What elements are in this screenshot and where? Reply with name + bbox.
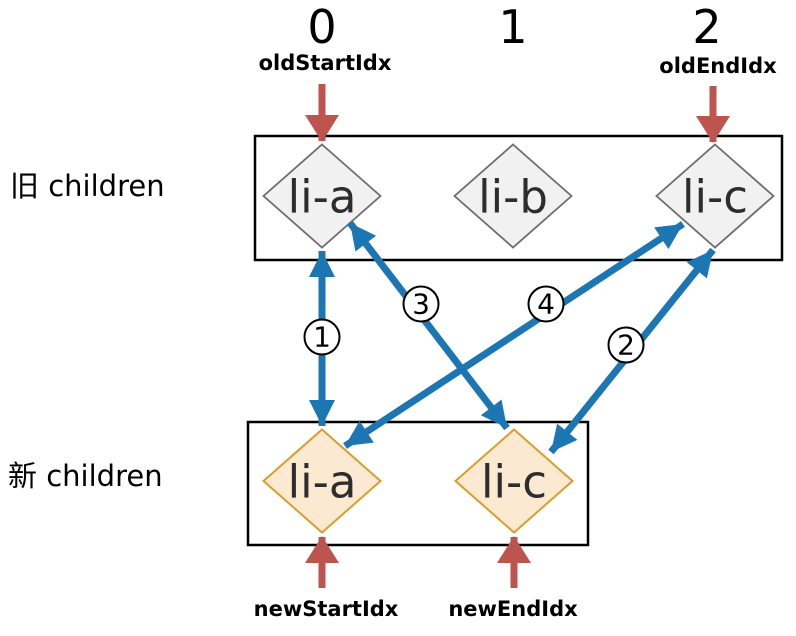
old-node-li-a-shape: [262, 143, 382, 249]
step-badge-1: 1: [303, 318, 341, 356]
compare-arrow-3: [347, 220, 510, 431]
old-end-pointer-label: oldEndIdx: [659, 54, 777, 78]
step-badge-4: 4: [527, 285, 565, 323]
old-node-li-c-shape: [655, 143, 775, 249]
new-start-pointer-label: newStartIdx: [253, 597, 399, 621]
index-label-1: 1: [498, 0, 528, 54]
old-node-li-c-label: li-c: [682, 170, 748, 224]
old-node-li-b-label: li-b: [478, 170, 548, 224]
old-start-pointer-label: oldStartIdx: [258, 51, 392, 75]
new-node-li-c-label: li-c: [481, 455, 547, 509]
index-label-2: 2: [692, 0, 722, 54]
new-node-li-a-shape: [261, 428, 383, 534]
step-badge-2: 2: [607, 326, 645, 364]
old-node-li-a-label: li-a: [287, 170, 357, 224]
new-row-label: 新 children: [8, 459, 163, 493]
new-node-li-a-label: li-a: [287, 455, 357, 509]
new-node-li-c-shape: [453, 428, 575, 534]
compare-arrow-4: [343, 221, 685, 449]
old-row-label: 旧 children: [10, 169, 165, 203]
index-label-0: 0: [307, 0, 337, 54]
new-end-pointer-label: newEndIdx: [448, 597, 578, 621]
step-badge-3: 3: [402, 285, 440, 323]
